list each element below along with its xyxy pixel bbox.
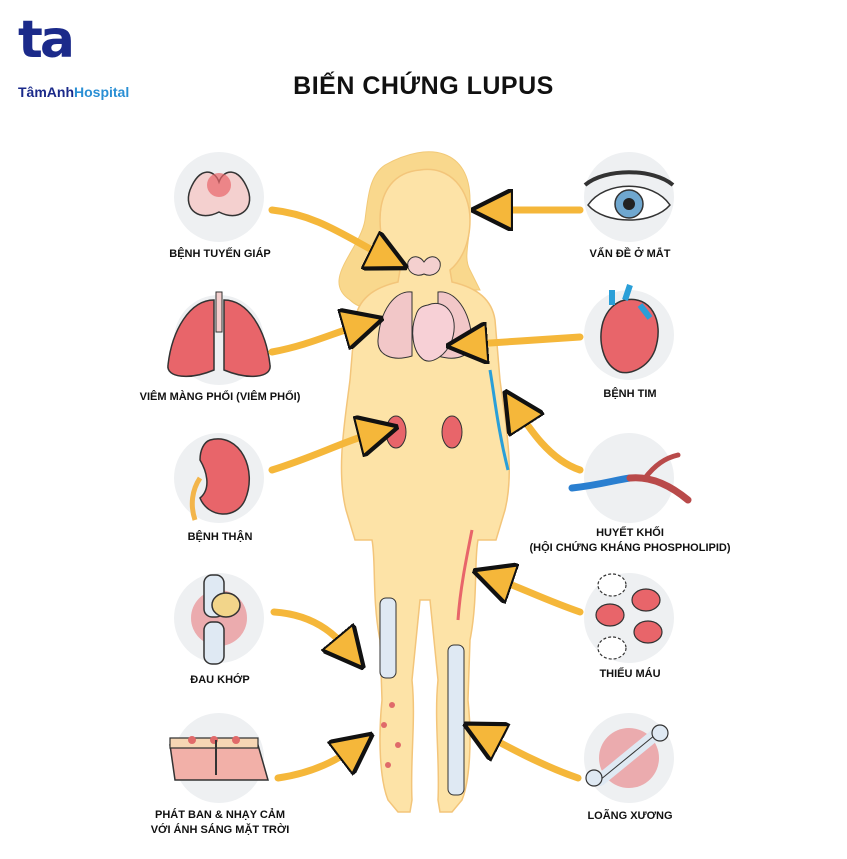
arrow-kidney	[268, 430, 385, 474]
label-clot: HUYẾT KHỐI (HỘI CHỨNG KHÁNG PHOSPHOLIPID…	[520, 526, 740, 556]
label-heart: BỆNH TIM	[603, 388, 657, 400]
logo-mark: ta	[18, 10, 75, 70]
label-thyroid: BỆNH TUYẾN GIÁP	[169, 248, 271, 260]
lungs-icon	[167, 291, 271, 385]
thyroid-icon	[174, 152, 264, 242]
body-heart	[412, 303, 455, 362]
arrow-thyroid	[268, 206, 395, 262]
label-eye: VẤN ĐỀ Ở MẮT	[589, 248, 671, 260]
arrow-skin	[274, 742, 362, 782]
arrow-lungs	[268, 322, 370, 356]
body-kidney-left	[385, 415, 407, 449]
logo-brand-b: Hospital	[74, 84, 130, 100]
logo-brand-a: TâmAnh	[18, 84, 74, 100]
blood-clot-icon	[568, 433, 692, 523]
hospital-logo: ta TâmAnhHospital	[18, 10, 148, 100]
label-bone: LOÃNG XƯƠNG	[587, 810, 673, 822]
skin-rash-icon	[169, 713, 269, 803]
arrows	[268, 206, 584, 782]
arrow-heart	[460, 337, 584, 345]
arrow-bone	[476, 730, 582, 782]
heart-icon	[584, 284, 674, 380]
logo-brand: TâmAnhHospital	[18, 84, 129, 100]
arrow-knee	[270, 608, 355, 658]
body-knee-bone	[379, 597, 397, 679]
label-anemia: THIẾU MÁU	[599, 668, 661, 680]
page-title: BIẾN CHỨNG LUPUS	[293, 72, 554, 100]
label-skin-line2: VỚI ÁNH SÁNG MẶT TRỜI	[150, 824, 290, 836]
arrow-anemia	[486, 575, 584, 616]
label-clot-line1: HUYẾT KHỐI	[596, 527, 664, 539]
body-leg-bone	[447, 644, 465, 796]
label-clot-line2: (HỘI CHỨNG KHÁNG PHOSPHOLIPID)	[529, 542, 731, 554]
body-rash	[381, 702, 401, 768]
label-skin-line1: PHÁT BAN & NHẠY CẢM	[155, 809, 285, 821]
body-thyroid	[407, 256, 441, 276]
bone-icon	[584, 713, 674, 803]
label-skin: PHÁT BAN & NHẠY CẢM VỚI ÁNH SÁNG MẶT TRỜ…	[120, 808, 320, 838]
kidney-icon	[174, 433, 264, 523]
body-kidney-right	[441, 415, 463, 449]
label-kidney: BỆNH THẬN	[187, 531, 253, 543]
arrow-clot	[512, 402, 584, 474]
body-vessel	[456, 529, 474, 621]
red-blood-cells-icon	[584, 573, 674, 663]
label-joint: ĐAU KHỚP	[190, 674, 250, 686]
eye-icon	[583, 152, 675, 242]
label-lungs: VIÊM MÀNG PHỔI (VIÊM PHỔI)	[139, 391, 301, 403]
knee-joint-icon	[174, 573, 264, 665]
body-vein	[488, 369, 510, 471]
